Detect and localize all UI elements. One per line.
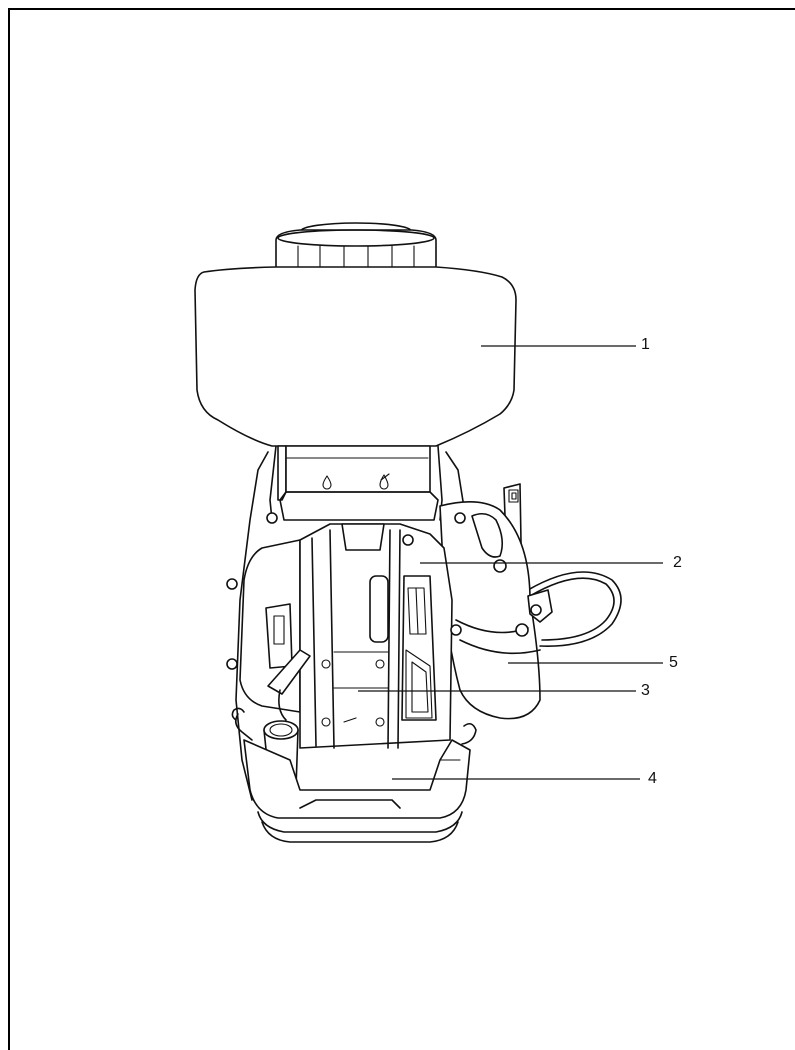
callout-1: 1: [641, 336, 650, 353]
engine-shroud: [226, 512, 466, 749]
page-border: [8, 8, 795, 1050]
callout-3: 3: [641, 682, 650, 699]
callout-4: 4: [648, 770, 657, 787]
blower-elbow: [439, 501, 553, 720]
hopper-tank: [194, 266, 517, 521]
base-frame: [243, 739, 471, 843]
tank-lid: [275, 222, 437, 274]
callout-2: 2: [673, 554, 682, 571]
callout-5: 5: [669, 654, 678, 671]
